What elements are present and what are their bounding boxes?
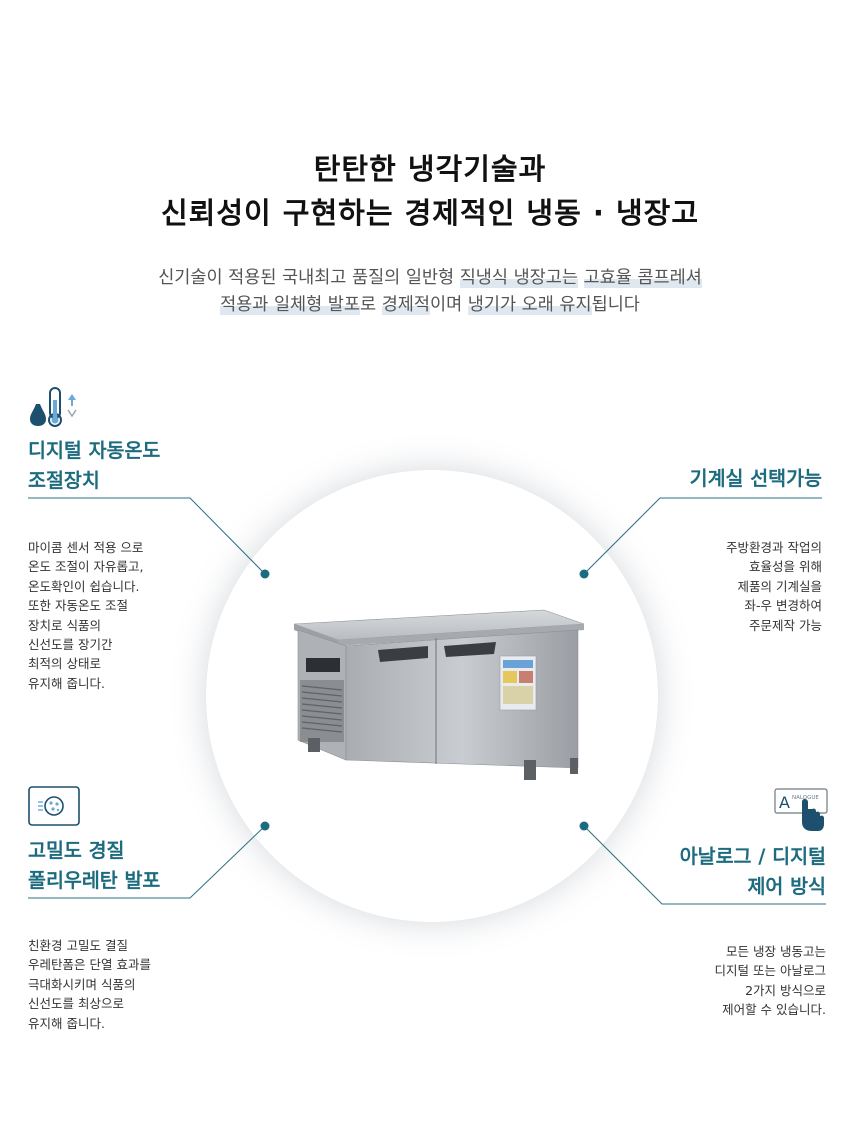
- subtitle-text: 이며: [430, 295, 468, 315]
- feature-body-digital-temp: 마이콤 센서 적용 으로 온도 조절이 자유롭고, 온도확인이 쉽습니다. 또한…: [28, 538, 143, 693]
- feature-title-line: 조절장치: [28, 469, 100, 492]
- feature-body-machine-room: 주방환경과 작업의 효율성을 위해 제품의 기계실을 좌-우 변경하여 주문제작…: [726, 538, 822, 635]
- feature-title-line: 폴리우레탄 발포: [28, 869, 161, 892]
- subtitle-text: 로: [360, 295, 382, 315]
- feature-body-line: 효율성을 위해: [749, 559, 822, 575]
- subtitle-highlight: 직냉식 냉장고는: [459, 268, 578, 288]
- refrigerator-image: [293, 609, 585, 780]
- feature-body-line: 모든 냉장 냉동고는: [726, 944, 826, 959]
- feature-body-line: 2가지 방식으로: [745, 982, 826, 998]
- page-title-line1: 탄탄한 냉각기술과: [313, 152, 547, 186]
- feature-title-machine-room: 기계실 선택가능: [689, 467, 822, 490]
- connector-dot: [579, 821, 589, 831]
- feature-body-line: 좌-우 변경하여: [744, 598, 822, 614]
- feature-title-digital-temp: 디지털 자동온도 조절장치: [28, 436, 160, 496]
- feature-body-line: 최적의 상태로: [28, 656, 101, 672]
- connector-dot: [579, 569, 589, 579]
- analog-touch-icon: A NALOGUE: [774, 788, 828, 831]
- connector-dot: [260, 821, 270, 831]
- feature-title-line: 아날로그 / 디지털: [679, 845, 826, 868]
- feature-body-line: 온도 조절이 자유롭고,: [28, 559, 144, 575]
- feature-body-line: 신선도를 최상으로: [28, 996, 124, 1012]
- feature-body-line: 신선도를 장기간: [28, 637, 113, 653]
- analog-icon-small-text: NALOGUE: [792, 795, 819, 801]
- subtitle-text: 됩니다: [591, 295, 640, 315]
- feature-title-control: 아날로그 / 디지털 제어 방식: [680, 842, 826, 902]
- page-title-line2: 신뢰성이 구현하는 경제적인 냉동 · 냉장고: [160, 196, 700, 230]
- subtitle-line2: 적용과 일체형 발포로 경제적이며 냉기가 오래 유지됩니다: [0, 291, 860, 316]
- feature-title-line: 고밀도 경질: [28, 839, 125, 862]
- subtitle-highlight: 냉기가 오래 유지: [467, 295, 592, 315]
- thermometer-icon: [30, 387, 77, 427]
- feature-body-insulation: 친환경 고밀도 결질 우레탄폼은 단열 효과를 극대화시키며 식품의 신선도를 …: [28, 936, 151, 1033]
- analog-icon-letter: A: [779, 793, 790, 812]
- feature-title-line: 디지털 자동온도: [28, 439, 161, 462]
- feature-body-line: 주문제작 가능: [749, 617, 822, 633]
- feature-body-line: 온도확인이 쉽습니다.: [28, 578, 140, 594]
- feature-body-line: 제품의 기계실을: [737, 578, 822, 594]
- feature-title-insulation: 고밀도 경질 폴리우레탄 발포: [28, 836, 160, 896]
- feature-body-line: 주방환경과 작업의: [726, 540, 822, 555]
- subtitle-highlight: 적용과 일체형 발포: [220, 295, 361, 315]
- feature-body-control: 모든 냉장 냉동고는 디지털 또는 아날로그 2가지 방식으로 제어할 수 있습…: [715, 942, 826, 1020]
- feature-body-line: 마이콤 센서 적용 으로: [28, 540, 144, 555]
- feature-body-line: 또한 자동온도 조절: [28, 598, 128, 614]
- feature-body-line: 디지털 또는 아날로그: [714, 963, 826, 979]
- subtitle-highlight: 고효율 콤프레셔: [583, 268, 702, 288]
- subtitle-text: 신기술이 적용된 국내최고 품질의 일반형: [158, 268, 460, 288]
- subtitle-highlight: 경제적: [381, 295, 430, 315]
- feature-body-line: 유지해 줍니다.: [28, 675, 105, 691]
- connector-dot: [260, 569, 270, 579]
- feature-body-line: 극대화시키며 식품의: [28, 976, 136, 992]
- feature-body-line: 우레탄폼은 단열 효과를: [28, 957, 151, 973]
- feature-body-line: 제어할 수 있습니다.: [722, 1002, 826, 1018]
- subtitle-line1: 신기술이 적용된 국내최고 품질의 일반형 직냉식 냉장고는 고효율 콤프레셔: [0, 264, 860, 289]
- feature-body-line: 장치로 식품의: [28, 617, 101, 633]
- feature-title-line: 제어 방식: [747, 875, 826, 898]
- feature-body-line: 유지해 줍니다.: [28, 1015, 105, 1031]
- feature-body-line: 친환경 고밀도 결질: [28, 938, 128, 953]
- foam-insulation-icon: [28, 786, 80, 826]
